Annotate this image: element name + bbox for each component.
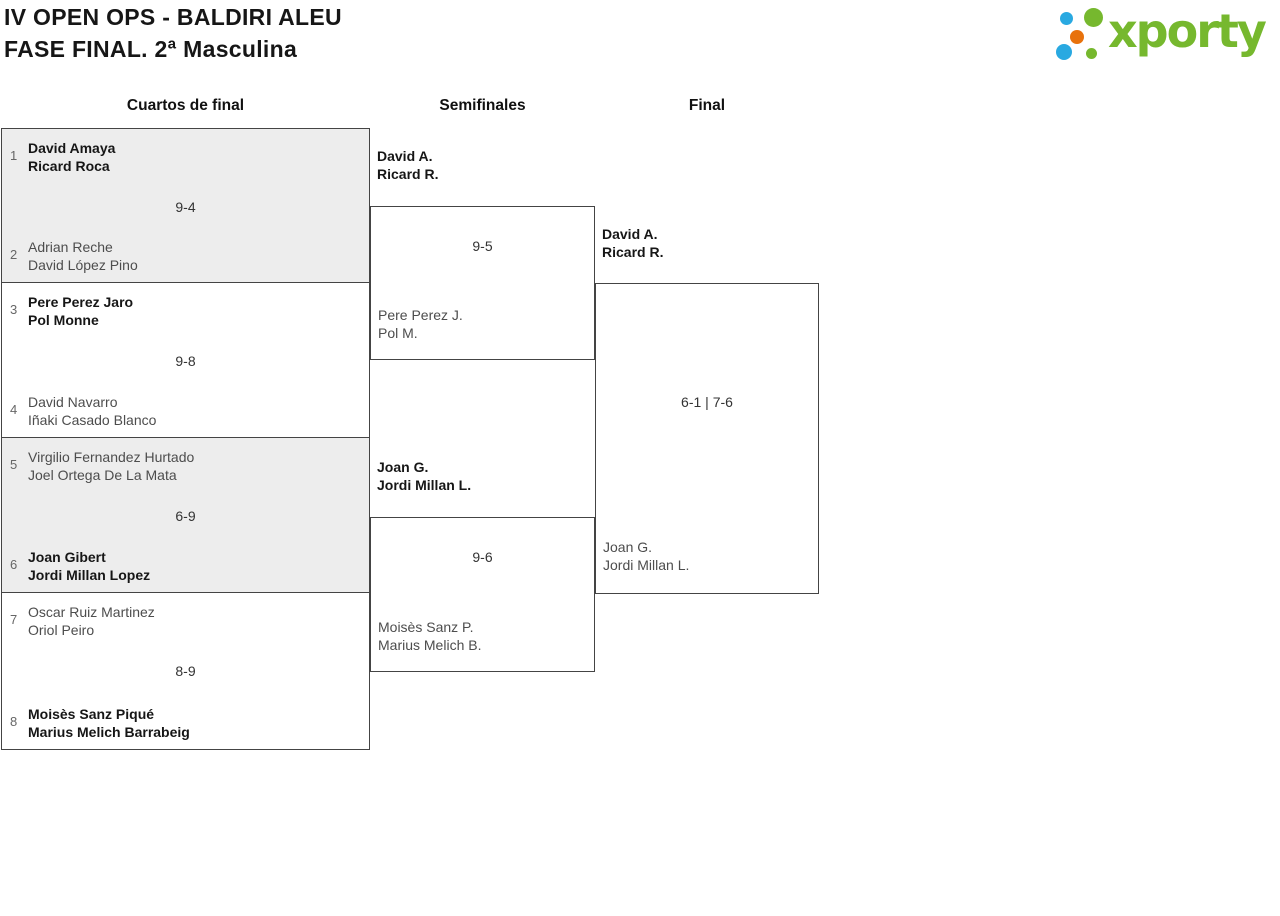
qf-match-3: 5 Virgilio Fernandez Hurtado Joel Ortega… bbox=[1, 438, 370, 593]
match-score: 9-4 bbox=[175, 199, 196, 215]
logo-dot-icon bbox=[1060, 12, 1073, 25]
brand-name: xporty bbox=[1108, 4, 1267, 58]
match-score: 9-8 bbox=[175, 353, 196, 369]
player-name: Pere Perez Jaro bbox=[28, 294, 134, 310]
player-name: Joel Ortega De La Mata bbox=[28, 467, 177, 483]
player-name: Jordi Millan L. bbox=[377, 477, 472, 493]
player-name: Moisès Sanz Piqué bbox=[28, 706, 155, 722]
seed-number: 8 bbox=[10, 714, 18, 729]
player-name: Jordi Millan Lopez bbox=[28, 567, 151, 583]
seed-number: 3 bbox=[10, 302, 18, 317]
team-pair: Joan G. Jordi Millan L. bbox=[603, 538, 689, 574]
qf-match-4: 7 Oscar Ruiz Martinez Oriol Peiro 8-9 Mo… bbox=[1, 593, 370, 750]
seed-number: 7 bbox=[10, 612, 18, 627]
player-name: Adrian Reche bbox=[28, 239, 113, 255]
player-name: Pol M. bbox=[378, 325, 418, 341]
player-name: Ricard R. bbox=[602, 244, 664, 260]
team-pair: Pere Perez Jaro Pol Monne bbox=[28, 293, 133, 329]
team-pair: Joan Gibert Jordi Millan Lopez bbox=[28, 548, 150, 584]
player-name: Ricard Roca bbox=[28, 158, 110, 174]
player-name: Ricard R. bbox=[377, 166, 439, 182]
seed-number: 5 bbox=[10, 457, 18, 472]
player-name: Iñaki Casado Blanco bbox=[28, 412, 157, 428]
player-name: Virgilio Fernandez Hurtado bbox=[28, 449, 195, 465]
player-name: Joan G. bbox=[603, 539, 653, 555]
team-pair: Pere Perez J. Pol M. bbox=[378, 306, 463, 342]
round-header-semifinals: Semifinales bbox=[439, 97, 526, 114]
sf2-top-team: Joan G. Jordi Millan L. bbox=[377, 458, 471, 494]
player-name: David Amaya bbox=[28, 140, 116, 156]
seed-number: 1 bbox=[10, 148, 18, 163]
sf-match-2: 9-6 Moisès Sanz P. Marius Melich B. bbox=[370, 517, 595, 672]
team-pair: Virgilio Fernandez Hurtado Joel Ortega D… bbox=[28, 448, 194, 484]
player-name: Joan G. bbox=[377, 459, 429, 475]
team-pair: Moisès Sanz Piqué Marius Melich Barrabei… bbox=[28, 705, 190, 741]
logo-dot-icon bbox=[1086, 48, 1097, 59]
player-name: Jordi Millan L. bbox=[603, 557, 690, 573]
page-subtitle: FASE FINAL. 2ª Masculina bbox=[4, 36, 298, 62]
round-header-final: Final bbox=[688, 97, 726, 114]
xporty-logo[interactable]: xporty bbox=[1048, 2, 1278, 70]
seed-number: 4 bbox=[10, 402, 18, 417]
match-score: 9-5 bbox=[472, 238, 493, 254]
seed-number: 6 bbox=[10, 557, 18, 572]
final-match: 6-1 | 7-6 Joan G. Jordi Millan L. bbox=[595, 283, 819, 594]
player-name: Pere Perez J. bbox=[378, 307, 463, 323]
logo-dot-icon bbox=[1084, 8, 1103, 27]
team-pair: David Amaya Ricard Roca bbox=[28, 139, 115, 175]
player-name: David A. bbox=[377, 148, 433, 164]
team-pair: David Navarro Iñaki Casado Blanco bbox=[28, 393, 156, 429]
player-name: Oriol Peiro bbox=[28, 622, 95, 638]
page-title: IV OPEN OPS - BALDIRI ALEU bbox=[4, 4, 342, 30]
match-score: 6-1 | 7-6 bbox=[681, 394, 733, 410]
match-score: 6-9 bbox=[175, 508, 196, 524]
player-name: Oscar Ruiz Martinez bbox=[28, 604, 155, 620]
team-pair: Moisès Sanz P. Marius Melich B. bbox=[378, 618, 481, 654]
seed-number: 2 bbox=[10, 247, 18, 262]
player-name: Pol Monne bbox=[28, 312, 99, 328]
logo-dot-icon bbox=[1056, 44, 1072, 60]
player-name: David A. bbox=[602, 226, 658, 242]
player-name: David López Pino bbox=[28, 257, 138, 273]
qf-match-1: 1 David Amaya Ricard Roca 9-4 Adrian Rec… bbox=[1, 128, 370, 283]
player-name: Marius Melich B. bbox=[378, 637, 482, 653]
player-name: Marius Melich Barrabeig bbox=[28, 724, 190, 740]
player-name: Joan Gibert bbox=[28, 549, 106, 565]
team-pair: Oscar Ruiz Martinez Oriol Peiro bbox=[28, 603, 155, 639]
sf-match-1: 9-5 Pere Perez J. Pol M. bbox=[370, 206, 595, 360]
qf-match-2: 3 Pere Perez Jaro Pol Monne 9-8 David Na… bbox=[1, 283, 370, 438]
player-name: Moisès Sanz P. bbox=[378, 619, 474, 635]
match-score: 8-9 bbox=[175, 663, 196, 679]
match-score: 9-6 bbox=[472, 549, 493, 565]
logo-dot-icon bbox=[1070, 30, 1084, 44]
team-pair: Adrian Reche David López Pino bbox=[28, 238, 138, 274]
final-top-team: David A. Ricard R. bbox=[602, 225, 663, 261]
sf1-top-team: David A. Ricard R. bbox=[377, 147, 438, 183]
round-header-quarterfinals: Cuartos de final bbox=[126, 97, 245, 114]
player-name: David Navarro bbox=[28, 394, 118, 410]
